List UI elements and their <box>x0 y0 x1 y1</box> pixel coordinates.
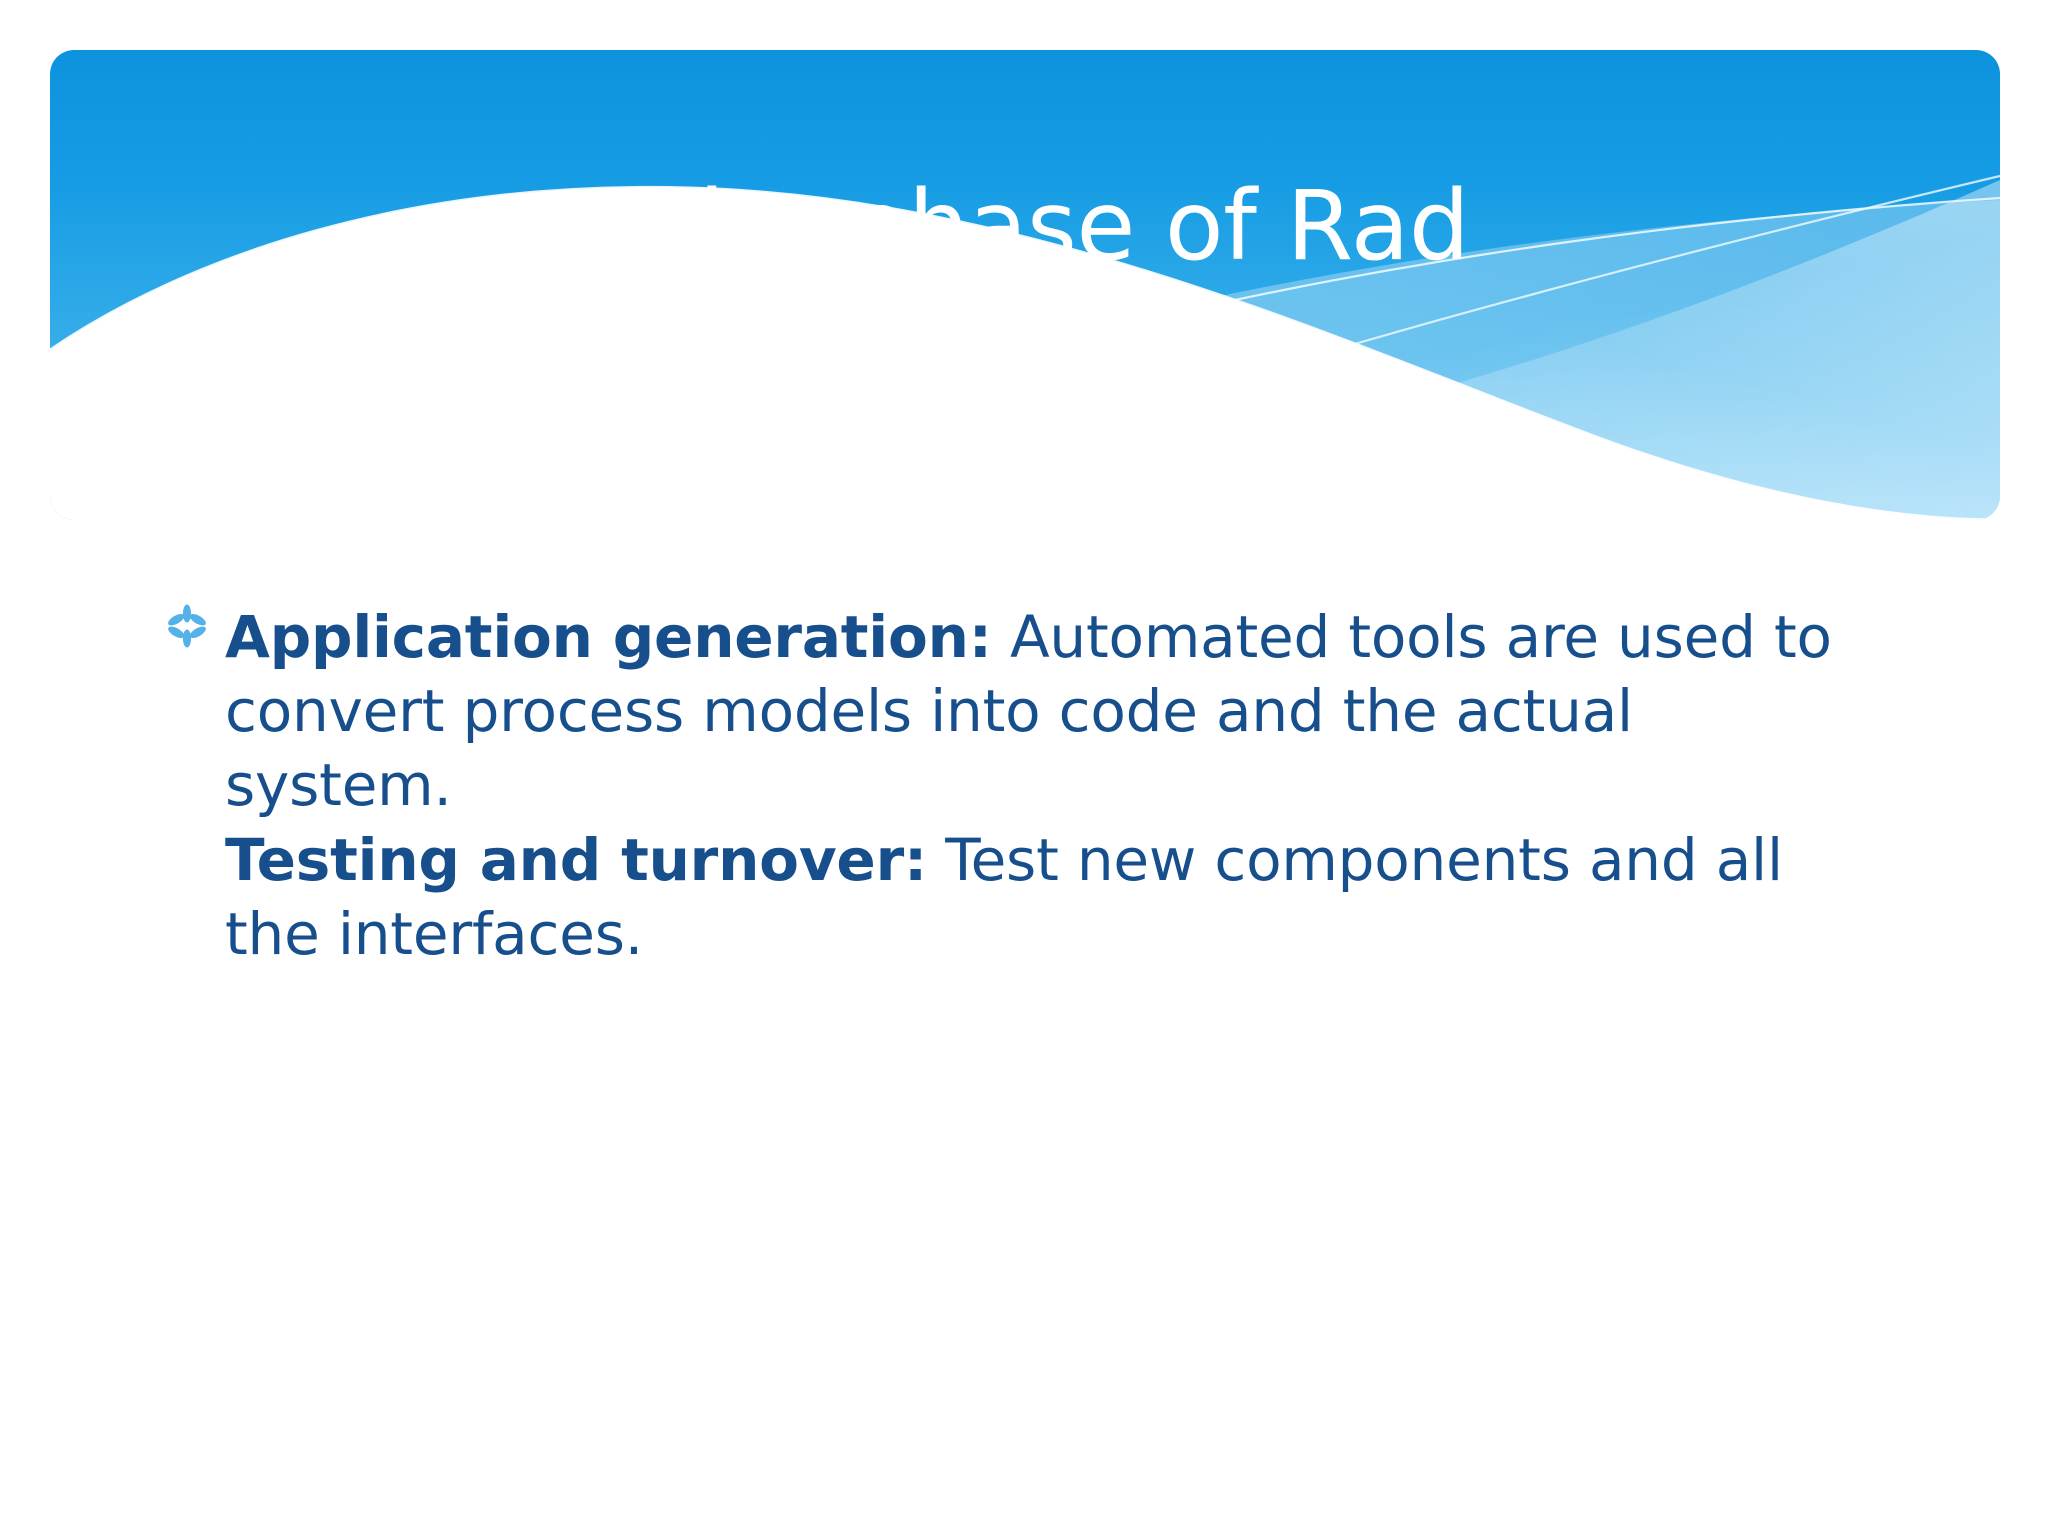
slide-body: Application generation: Automated tools … <box>0 600 2048 971</box>
wave-band-lower <box>750 180 2000 520</box>
wave-white-edge <box>50 185 2000 520</box>
paragraph-application-generation: Application generation: Automated tools … <box>225 600 1845 823</box>
paragraph-lead-application-generation: Application generation: <box>225 603 992 671</box>
paragraph-body-application-generation: Automated tools are used to convert proc… <box>225 603 1832 820</box>
bullet-text-block: Application generation: Automated tools … <box>225 600 1845 971</box>
paragraph-testing-and-turnover: Testing and turnover: Test new component… <box>225 823 1845 971</box>
banner-wave-decoration <box>50 174 2000 520</box>
paragraph-body-testing-and-turnover: Test new components and all the interfac… <box>225 825 1783 968</box>
wave-white-main <box>50 187 2000 520</box>
asterisk-bullet-icon <box>165 604 209 648</box>
bullet-list-item: Application generation: Automated tools … <box>168 600 1868 971</box>
slide-header-banner <box>50 50 2000 520</box>
paragraph-lead-testing-and-turnover: Testing and turnover: <box>225 825 927 894</box>
